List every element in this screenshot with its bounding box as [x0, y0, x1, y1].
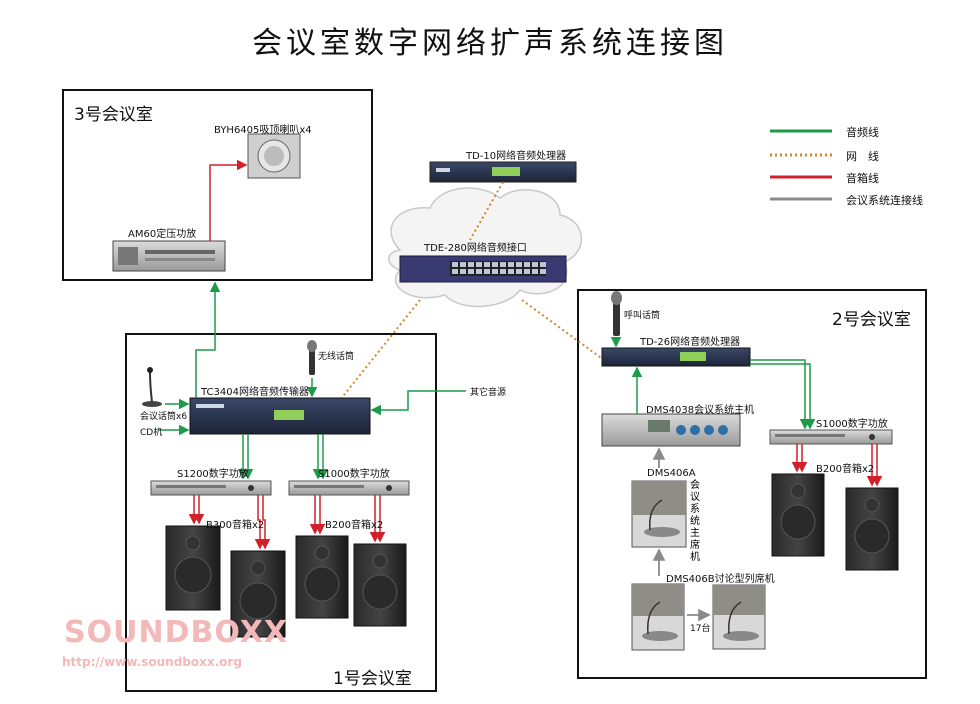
b200-speaker-room2-left	[771, 473, 825, 557]
switch-port	[492, 269, 498, 274]
switch-port	[484, 262, 490, 267]
dms406a-label: DMS406A	[647, 468, 696, 479]
b200-room2-label: B200音箱x2	[816, 464, 875, 475]
am60-amplifier	[112, 240, 226, 272]
switch-port	[492, 262, 498, 267]
gooseneck-mic	[142, 367, 162, 407]
room1-title: 1号会议室	[333, 669, 412, 689]
switch-port	[532, 262, 538, 267]
tde280-switch	[399, 255, 567, 283]
switch-port	[500, 262, 506, 267]
tde280-label: TDE-280网络音频接口	[424, 243, 527, 254]
dms406b-delegate-unit	[631, 583, 685, 651]
switch-port	[540, 269, 546, 274]
other-source-label: 其它音源	[470, 388, 507, 398]
s1000-room2-label: S1000数字功放	[816, 419, 888, 430]
switch-port	[516, 269, 522, 274]
switch-port	[540, 262, 546, 267]
tc3404-label: TC3404网络音频传输器	[201, 387, 309, 398]
net-td10-to-switch	[469, 181, 504, 241]
td10-label: TD-10网络音频处理器	[466, 151, 567, 162]
wire-other-source-to-tc3404	[370, 390, 466, 416]
legend-conference-label: 会议系统连接线	[846, 194, 923, 207]
room3-box	[62, 89, 373, 281]
switch-port	[468, 269, 474, 274]
td10-processor	[429, 161, 577, 183]
am60-label: AM60定压功放	[128, 229, 197, 240]
room1-box	[125, 333, 437, 692]
net-switch-to-tc3404	[339, 299, 421, 401]
switch-port	[508, 262, 514, 267]
switch-port	[516, 262, 522, 267]
b300-speaker-right	[230, 550, 286, 638]
gooseneck-mic-label: 会议话筒x6	[140, 412, 188, 422]
dms406a-vertical-label: 会议系统主席机	[690, 480, 700, 563]
legend-speaker-label: 音箱线	[846, 172, 879, 185]
dms406b-delegate-unit-2	[712, 584, 766, 650]
legend-audio-label: 音频线	[846, 126, 879, 139]
paging-mic-label: 呼叫话筒	[624, 311, 661, 321]
s1200-amplifier	[150, 480, 272, 496]
b200-speaker-room2-right	[845, 487, 899, 571]
b300-label: B300音箱x2	[206, 520, 265, 531]
switch-port	[476, 269, 482, 274]
page-title: 会议室数字网络扩声系统连接图	[252, 26, 728, 61]
td26-label: TD-26网络音频处理器	[640, 337, 741, 348]
wire-s1200-to-b300-right-b	[259, 495, 271, 550]
switch-port	[460, 262, 466, 267]
b200-speaker-room1-right	[353, 543, 407, 627]
wireless-mic-label: 无线话筒	[318, 352, 355, 362]
switch-port	[460, 269, 466, 274]
wire-td26-to-s1000-a	[750, 359, 811, 430]
delegate-count-label: 17台	[690, 624, 711, 634]
s1000-room1-label: S1000数字功放	[318, 469, 390, 480]
switch-port	[476, 262, 482, 267]
cd-label: CD机	[140, 428, 163, 438]
ceiling-speaker	[247, 133, 301, 179]
switch-port	[484, 269, 490, 274]
paging-mic	[611, 291, 622, 336]
watermark-brand: SOUNDBOXX	[64, 615, 289, 650]
switch-port	[452, 262, 458, 267]
wire-am60-to-ceiling-speaker	[209, 159, 248, 241]
wire-tc3404-to-am60	[195, 281, 221, 398]
b300-speaker-left	[165, 525, 221, 611]
switch-port	[524, 269, 530, 274]
wireless-mic-room1	[307, 340, 317, 375]
ceiling-speaker-label: BYH6405吸顶喇叭x4	[214, 125, 312, 136]
switch-port	[532, 269, 538, 274]
room3-title: 3号会议室	[74, 105, 153, 125]
s1000-amplifier-room2	[769, 429, 893, 445]
switch-port	[500, 269, 506, 274]
s1200-label: S1200数字功放	[177, 469, 249, 480]
dms406a-chair-unit	[631, 480, 687, 548]
b200-room1-label: B200音箱x2	[325, 520, 384, 531]
legend-network-label: 网 线	[846, 150, 879, 163]
switch-port	[452, 269, 458, 274]
s1000-amplifier-room1	[288, 480, 410, 496]
td26-processor	[601, 347, 751, 367]
net-switch-to-td26	[521, 299, 605, 361]
tc3404-transmitter	[189, 397, 371, 435]
wire-td26-to-s1000-b	[750, 363, 816, 430]
b200-speaker-room1-left	[295, 535, 349, 619]
room2-box	[577, 289, 927, 679]
switch-port	[524, 262, 530, 267]
dms4038-label: DMS4038会议系统主机	[646, 405, 755, 416]
watermark-url: http://www.soundboxx.org	[62, 655, 242, 669]
switch-port	[508, 269, 514, 274]
dms406b-label: DMS406B讨论型列席机	[666, 574, 775, 585]
switch-port	[468, 262, 474, 267]
wire-s1200-to-b300-right-a	[254, 495, 266, 550]
dms4038-host	[601, 413, 741, 447]
room2-title: 2号会议室	[832, 310, 911, 330]
